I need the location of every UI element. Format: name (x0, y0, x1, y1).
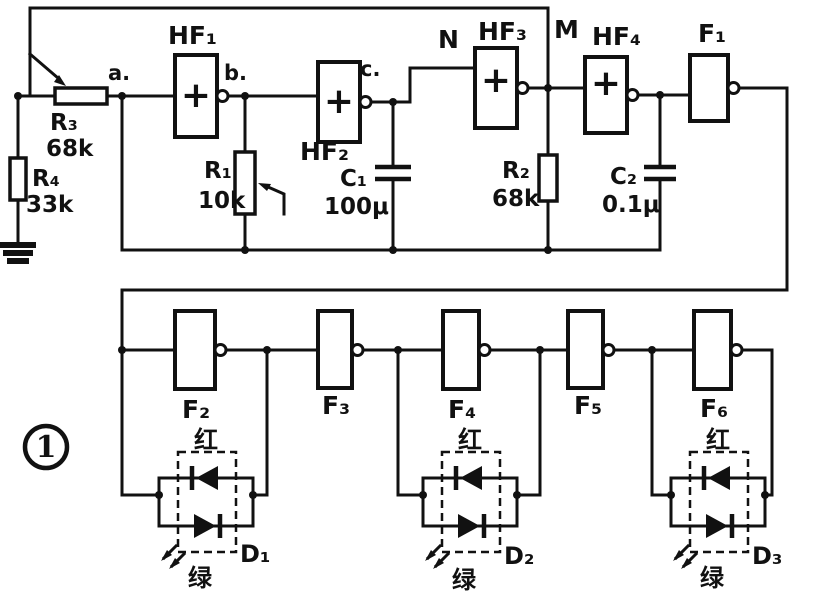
value-c2: 0.1μ (602, 192, 660, 218)
label-d3: D₃ (752, 542, 782, 570)
label-d1: D₁ (240, 540, 270, 568)
gate-f4 (441, 309, 481, 391)
diode-green-d3 (706, 514, 728, 538)
light-arrows-d2 (425, 543, 451, 569)
label-green-d1: 绿 (188, 564, 213, 592)
label-r2: R₂ (502, 158, 530, 184)
label-r3: R₃ (50, 110, 78, 136)
dashed-box-d1 (176, 450, 238, 554)
diode-red-d3 (708, 466, 730, 490)
wires (16, 6, 789, 497)
label-r4: R₄ (32, 166, 60, 192)
value-r3: 68k (46, 136, 94, 162)
capacitor-c1 (375, 164, 411, 182)
stage-link-wire (120, 86, 789, 497)
label-red-d2: 红 (458, 426, 482, 454)
gate-f5 (566, 309, 605, 390)
value-r2: 68k (492, 186, 540, 212)
plus-symbol-hf3: + (481, 60, 511, 101)
led-pair-d3 (669, 450, 767, 569)
label-f3: F₃ (322, 391, 350, 420)
capacitor-c2 (644, 164, 676, 182)
gate-f2 (173, 309, 217, 391)
resistor-r3 (53, 86, 109, 106)
label-c2: C₂ (610, 164, 637, 190)
label-d2: D₂ (504, 542, 534, 570)
gate-f3 (316, 309, 354, 390)
value-r1: 10k (198, 188, 246, 214)
label-green-d3: 绿 (700, 564, 725, 592)
potentiometer-arrow-r1 (258, 183, 286, 216)
label-red-d3: 红 (706, 426, 730, 454)
led-pair-d1 (157, 450, 255, 569)
label-hf4: HF₄ (592, 22, 641, 51)
label-c1: C₁ (340, 166, 367, 192)
diode-red-d2 (460, 466, 482, 490)
inverter-bubble-f1 (726, 81, 741, 95)
inverter-bubble-f6 (729, 343, 744, 357)
label-red-d1: 红 (194, 426, 218, 454)
value-r4: 33k (26, 192, 74, 218)
potentiometer-arrow-r3 (27, 51, 66, 86)
figure-number-badge: 1 (22, 423, 70, 471)
gate-hf1 (173, 53, 219, 139)
gate-f1 (688, 53, 730, 123)
label-f6: F₆ (700, 394, 728, 423)
label-hf2: HF₂ (300, 137, 349, 166)
resistor-r2 (537, 153, 559, 203)
feedback-wire-m (28, 6, 550, 98)
resistor-r4 (8, 156, 28, 202)
inverter-bubble-hf4 (625, 88, 640, 102)
led-pair-d2 (421, 450, 519, 569)
dashed-box-d3 (688, 450, 750, 554)
diode-green-d1 (194, 514, 216, 538)
figure-number: 1 (36, 430, 57, 465)
label-f2: F₂ (182, 395, 210, 424)
label-f1: F₁ (698, 19, 726, 48)
label-f4: F₄ (448, 395, 476, 424)
inverter-bubble-f5 (601, 343, 616, 357)
gate-hf4 (583, 55, 629, 135)
junction-dots (14, 84, 769, 499)
diode-red-d1 (196, 466, 218, 490)
light-arrows-d1 (161, 543, 187, 569)
light-arrows-d3 (673, 543, 699, 569)
inverter-bubble-f3 (350, 343, 365, 357)
inverter-bubble-f4 (477, 343, 492, 357)
plus-symbol-hf4: + (591, 63, 621, 104)
node-label-a: a. (108, 61, 130, 85)
plus-symbol-hf2: + (324, 81, 354, 122)
node-label-n: N (438, 25, 459, 54)
node-label-m: M (554, 15, 579, 44)
diode-green-d2 (458, 514, 480, 538)
label-f5: F₅ (574, 391, 602, 420)
value-c1: 100μ (324, 194, 389, 220)
gate-hf3 (473, 46, 519, 130)
label-hf3: HF₃ (478, 17, 527, 46)
ground-symbol (0, 242, 36, 264)
inverter-bubble-f2 (213, 343, 228, 357)
inverter-bubble-hf1 (215, 89, 230, 103)
gate-hf2 (316, 60, 362, 144)
node-label-b: b. (224, 61, 247, 85)
dashed-box-d2 (440, 450, 502, 554)
label-green-d2: 绿 (452, 566, 477, 594)
inverter-bubble-hf3 (515, 81, 530, 95)
gate-f6 (692, 309, 733, 391)
inverter-bubble-hf2 (358, 95, 373, 109)
label-r1: R₁ (204, 158, 232, 184)
label-hf1: HF₁ (168, 21, 217, 50)
plus-symbol-hf1: + (181, 75, 211, 116)
resistor-r1 (233, 150, 257, 216)
node-label-c: c. (360, 57, 380, 81)
